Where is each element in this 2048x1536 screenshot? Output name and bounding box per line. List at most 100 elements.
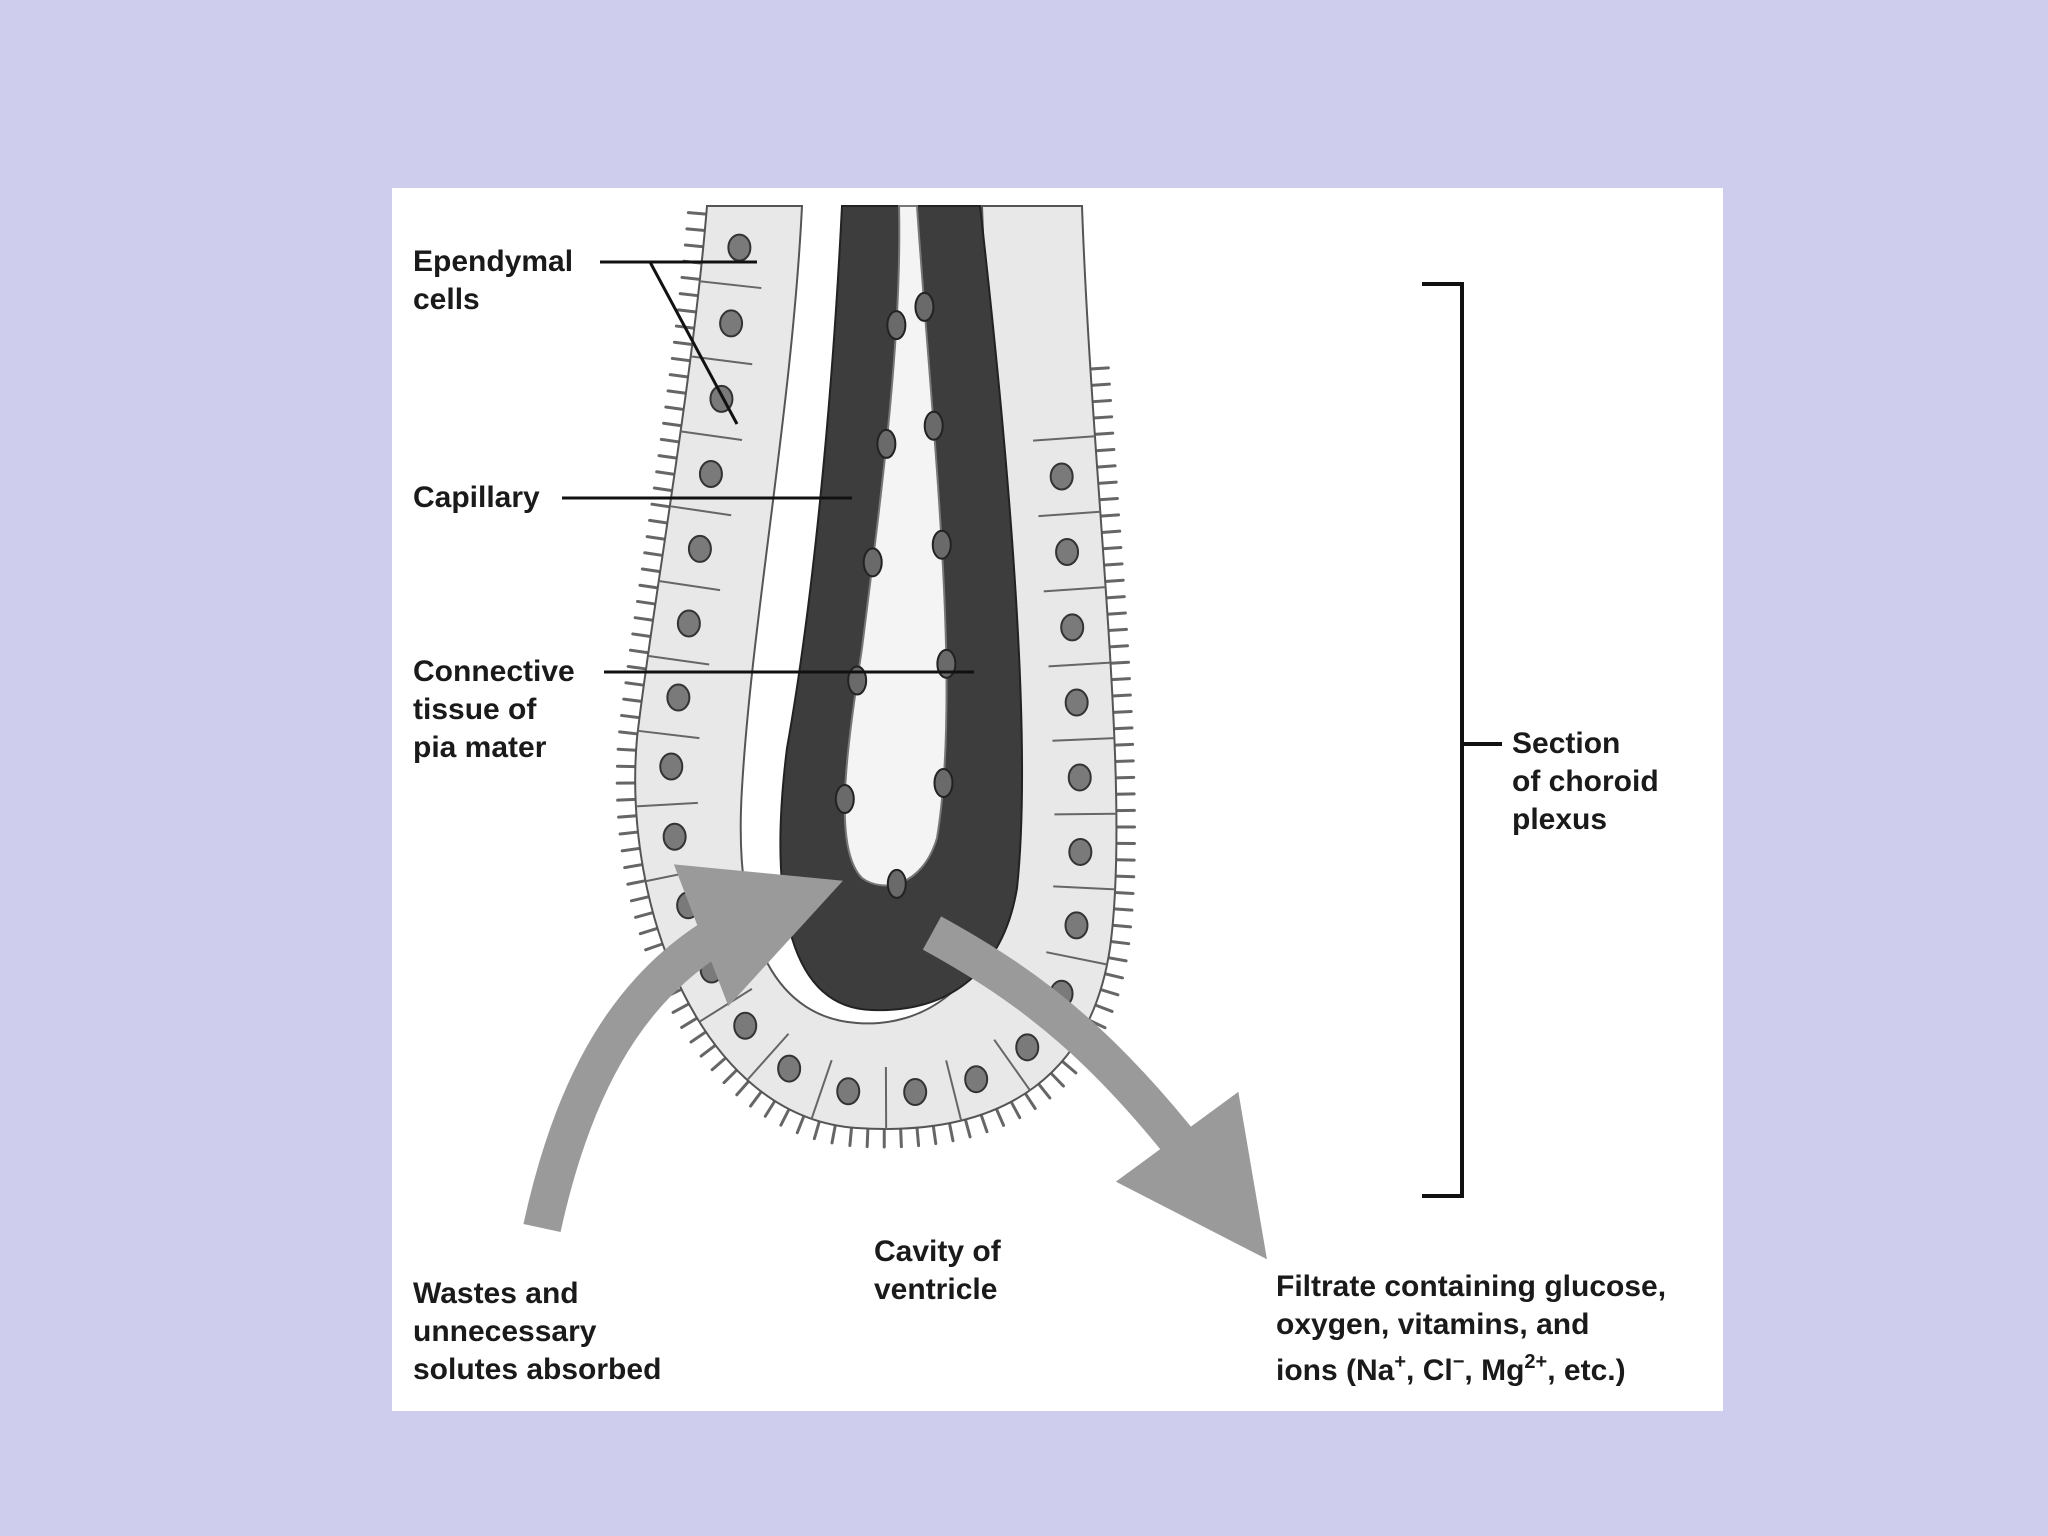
endothelial-nucleus bbox=[886, 310, 907, 341]
microvillus bbox=[636, 599, 657, 606]
microvillus bbox=[617, 814, 639, 819]
microvillus bbox=[1037, 1082, 1052, 1100]
microvillus bbox=[865, 1127, 870, 1149]
microvillus bbox=[699, 1043, 717, 1058]
microvillus bbox=[662, 421, 683, 428]
filtrate-label-line-2: oxygen, vitamins, and bbox=[1276, 1308, 1590, 1341]
cell-boundary bbox=[1052, 737, 1115, 742]
capillary-label: Capillary bbox=[413, 479, 540, 517]
filtrate-label-line-3: ions (Na+, Cl−, Mg2+, etc.) bbox=[1276, 1352, 1666, 1390]
microvillus bbox=[672, 340, 694, 346]
microvillus bbox=[638, 583, 660, 590]
cell-boundary bbox=[746, 1033, 790, 1081]
connective-label-line-1: Connective bbox=[413, 655, 575, 688]
microvillus bbox=[1101, 546, 1123, 551]
endothelial-nucleus bbox=[931, 529, 952, 560]
microvillus bbox=[638, 926, 660, 936]
microvillus bbox=[1113, 891, 1135, 895]
endothelial-nucleus bbox=[886, 868, 907, 899]
microvillus bbox=[735, 1079, 751, 1097]
ependymal-nucleus bbox=[836, 1077, 861, 1106]
microvillus bbox=[1109, 939, 1131, 946]
cavity-of-ventricle-label: Cavity of ventricle bbox=[874, 1233, 1001, 1309]
cell-boundary bbox=[637, 729, 700, 740]
ions-prefix: ions (Na bbox=[1276, 1354, 1395, 1387]
microvillus bbox=[1103, 972, 1125, 980]
microvillus bbox=[634, 911, 655, 919]
microvillus bbox=[659, 437, 681, 444]
microvillus bbox=[1095, 464, 1117, 469]
microvillus bbox=[648, 518, 669, 525]
endothelial-nuclei bbox=[659, 233, 1093, 1107]
microvillus bbox=[1109, 677, 1131, 682]
ependymal-nucleus bbox=[1064, 911, 1089, 940]
ependymal-nucleus bbox=[676, 609, 701, 638]
ependymal-nucleus bbox=[719, 309, 744, 338]
ependymal-nucleus bbox=[687, 534, 712, 563]
chloride-text: , Cl bbox=[1406, 1354, 1453, 1387]
endothelial-nucleus bbox=[914, 291, 935, 322]
ions-suffix: , etc.) bbox=[1547, 1354, 1626, 1387]
cell-boundary bbox=[1033, 435, 1095, 442]
microvillus bbox=[1100, 529, 1122, 534]
cell-boundary bbox=[699, 280, 762, 290]
microvillus bbox=[1108, 644, 1130, 649]
section-label-line-3: plexus bbox=[1512, 803, 1608, 836]
ependymal-nucleus bbox=[964, 1065, 989, 1094]
choroid-plexus-diagram bbox=[523, 205, 1502, 1260]
microvillus bbox=[1114, 775, 1136, 780]
microvillus bbox=[624, 681, 646, 687]
cell-boundary bbox=[647, 654, 710, 666]
wastes-label-line-3: solutes absorbed bbox=[413, 1353, 662, 1386]
microvillus bbox=[931, 1124, 938, 1146]
microvillus bbox=[1112, 726, 1134, 731]
microvillus bbox=[1096, 480, 1118, 485]
ependymal-nucleus bbox=[1067, 763, 1092, 792]
microvillus bbox=[622, 697, 644, 703]
cell-boundary bbox=[1053, 885, 1116, 891]
microvillus bbox=[686, 211, 708, 216]
microvillus bbox=[947, 1121, 955, 1143]
connective-tissue-label: Connective tissue of pia mater bbox=[413, 653, 575, 767]
microvillus bbox=[655, 470, 676, 476]
magnesium-text: , Mg bbox=[1464, 1354, 1525, 1387]
microvillus bbox=[631, 632, 653, 639]
cell-boundary bbox=[669, 505, 732, 517]
microvillus bbox=[626, 879, 647, 886]
microvillus bbox=[618, 730, 639, 736]
microvillus bbox=[618, 830, 640, 836]
ependymal-nucleus bbox=[1015, 1033, 1040, 1062]
cell-boundary bbox=[635, 801, 698, 808]
wastes-absorbed-label: Wastes and unnecessary solutes absorbed bbox=[413, 1275, 661, 1389]
microvillus bbox=[689, 1030, 708, 1044]
microvillus bbox=[1113, 742, 1135, 747]
microvillus bbox=[1112, 907, 1134, 912]
section-label-line-1: Section bbox=[1512, 727, 1621, 760]
microvillus bbox=[620, 713, 641, 720]
ependymal-nucleus bbox=[777, 1054, 802, 1083]
section-bracket bbox=[1422, 282, 1464, 1198]
microvillus bbox=[683, 243, 705, 249]
cell-boundary bbox=[1038, 510, 1101, 518]
endothelial-nucleus bbox=[936, 648, 957, 679]
microvillus bbox=[763, 1099, 777, 1118]
connective-label-line-2: tissue of bbox=[413, 693, 537, 726]
microvillus bbox=[710, 1056, 728, 1072]
ependymal-nucleus bbox=[676, 891, 701, 920]
microvillus bbox=[650, 502, 672, 509]
cell-boundary bbox=[658, 580, 721, 592]
microvilli-fringe bbox=[615, 211, 1137, 1149]
endothelial-nucleus bbox=[923, 410, 944, 441]
absorption-arrow bbox=[523, 864, 843, 1233]
cavity-label-line-2: ventricle bbox=[874, 1273, 998, 1306]
capillary-label-text: Capillary bbox=[413, 481, 540, 514]
endothelial-nucleus bbox=[847, 665, 868, 696]
cell-boundary bbox=[1048, 661, 1111, 668]
microvillus bbox=[1105, 611, 1127, 616]
microvillus bbox=[1092, 415, 1114, 420]
endothelial-nucleus bbox=[862, 547, 883, 578]
microvillus bbox=[1093, 431, 1115, 436]
microvillus bbox=[616, 797, 638, 802]
microvillus bbox=[666, 389, 688, 395]
ependymal-nucleus bbox=[1064, 688, 1089, 717]
